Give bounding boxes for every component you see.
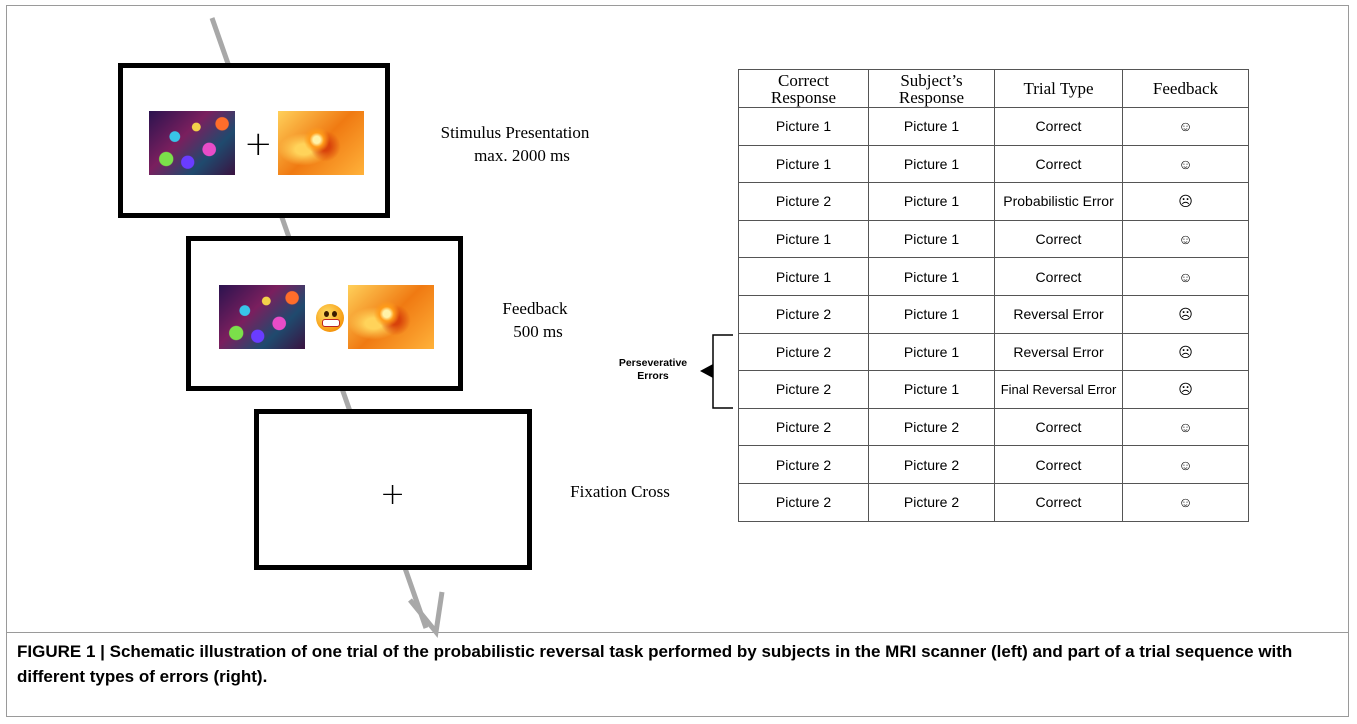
- trial-type-cell: Correct: [994, 219, 1123, 259]
- feedback-emoji-icon: [316, 304, 344, 332]
- stimulus-picture-1: [149, 111, 235, 175]
- subject-response-cell: Picture 2: [868, 445, 995, 484]
- fixation-label: Fixation Cross: [560, 480, 680, 503]
- correct-response-cell: Picture 1: [738, 144, 869, 184]
- feedback-cell: ☺: [1122, 445, 1249, 484]
- correct-response-cell: Picture 2: [738, 332, 869, 372]
- header-trial-type: Trial Type: [994, 69, 1123, 108]
- subject-response-cell: Picture 1: [868, 219, 995, 259]
- stimulus-title: Stimulus Presentation: [440, 123, 590, 142]
- feedback-picture-1: [219, 285, 305, 349]
- trial-type-cell: Correct: [994, 445, 1123, 484]
- trial-type-cell: Correct: [994, 144, 1123, 184]
- subject-response-cell: Picture 2: [868, 482, 995, 522]
- feedback-cell: ☹: [1122, 370, 1249, 409]
- feedback-cell: ☺: [1122, 482, 1249, 522]
- trial-type-cell: Reversal Error: [994, 294, 1123, 334]
- trial-type-cell: Correct: [994, 482, 1123, 522]
- correct-response-cell: Picture 2: [738, 445, 869, 484]
- fixation-cross-glyph: +: [380, 477, 406, 512]
- feedback-cell: ☺: [1122, 144, 1249, 184]
- perseverative-errors-label: Perseverative Errors: [618, 357, 688, 382]
- correct-response-cell: Picture 1: [738, 107, 869, 146]
- subject-response-cell: Picture 1: [868, 370, 995, 409]
- correct-response-cell: Picture 2: [738, 182, 869, 221]
- feedback-cell: ☹: [1122, 294, 1249, 334]
- feedback-picture-2: [348, 285, 434, 349]
- trial-type-cell: Correct: [994, 107, 1123, 146]
- figure-frame: [6, 5, 1349, 717]
- correct-response-cell: Picture 2: [738, 482, 869, 522]
- caption-divider: [6, 632, 1349, 633]
- trial-type-cell: Correct: [994, 257, 1123, 296]
- subject-response-cell: Picture 1: [868, 257, 995, 296]
- subject-response-cell: Picture 2: [868, 407, 995, 447]
- correct-response-cell: Picture 2: [738, 370, 869, 409]
- stimulus-screen: +: [118, 63, 390, 218]
- header-feedback: Feedback: [1122, 69, 1249, 108]
- feedback-cell: ☺: [1122, 407, 1249, 447]
- fixation-title: Fixation Cross: [570, 482, 670, 501]
- feedback-cell: ☹: [1122, 332, 1249, 372]
- feedback-cell: ☺: [1122, 219, 1249, 259]
- feedback-duration: 500 ms: [513, 322, 563, 341]
- feedback-cell: ☹: [1122, 182, 1249, 221]
- fixation-cross-glyph: +: [244, 124, 273, 164]
- stimulus-duration: max. 2000 ms: [474, 146, 570, 165]
- correct-response-cell: Picture 2: [738, 407, 869, 447]
- trial-type-cell: Reversal Error: [994, 332, 1123, 372]
- subject-response-cell: Picture 1: [868, 144, 995, 184]
- trial-type-cell: Probabilistic Error: [994, 182, 1123, 221]
- subject-response-cell: Picture 1: [868, 107, 995, 146]
- feedback-cell: ☺: [1122, 107, 1249, 146]
- stimulus-label: Stimulus Presentation max. 2000 ms: [405, 121, 625, 167]
- trial-type-cell: Correct: [994, 407, 1123, 447]
- trial-type-cell: Final Reversal Error: [994, 370, 1123, 409]
- subject-response-cell: Picture 1: [868, 182, 995, 221]
- feedback-screen: [186, 236, 463, 391]
- correct-response-cell: Picture 1: [738, 257, 869, 296]
- fixation-screen: +: [254, 409, 532, 570]
- subject-response-cell: Picture 1: [868, 294, 995, 334]
- feedback-cell: ☺: [1122, 257, 1249, 296]
- correct-response-cell: Picture 1: [738, 219, 869, 259]
- feedback-label: Feedback 500 ms: [480, 297, 590, 343]
- subject-response-cell: Picture 1: [868, 332, 995, 372]
- feedback-title: Feedback: [502, 299, 568, 318]
- correct-response-cell: Picture 2: [738, 294, 869, 334]
- figure-caption: FIGURE 1 | Schematic illustration of one…: [17, 642, 1293, 686]
- stimulus-picture-2: [278, 111, 364, 175]
